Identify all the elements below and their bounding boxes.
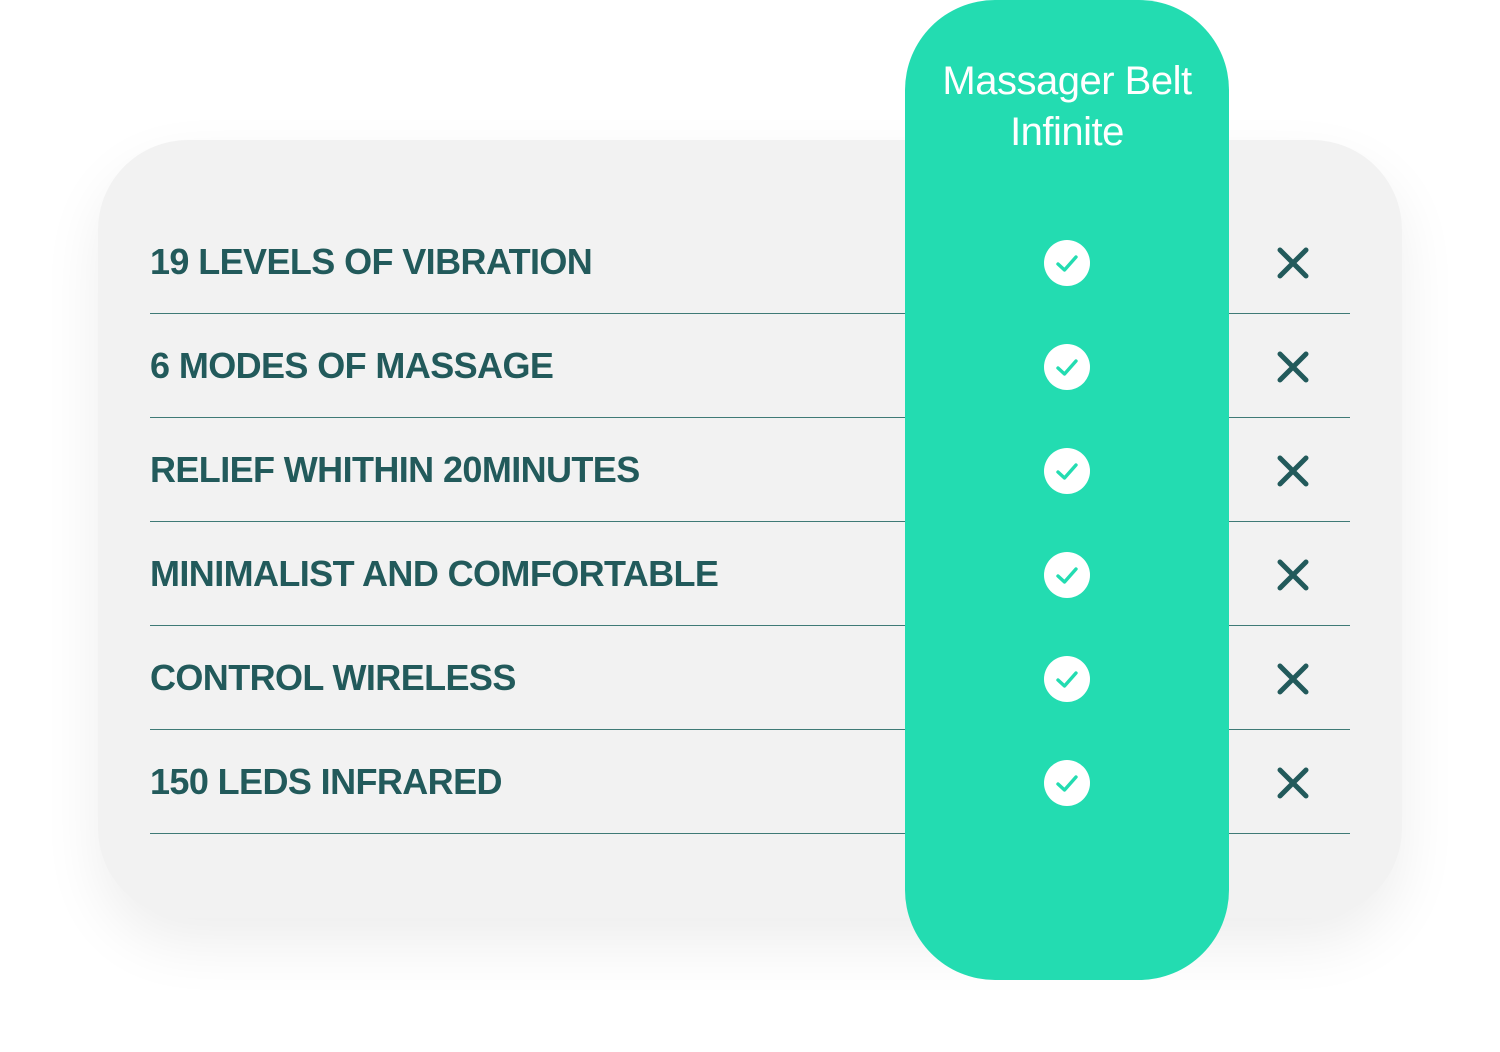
cross-icon	[1275, 245, 1311, 281]
row-divider	[150, 417, 1350, 418]
feature-label: 150 LEDS INFRARED	[150, 761, 502, 802]
feature-row: MINIMALIST AND COMFORTABLE	[150, 522, 1350, 626]
check-icon	[1044, 448, 1090, 494]
feature-label: 6 MODES OF MASSAGE	[150, 345, 554, 386]
check-icon	[1044, 656, 1090, 702]
row-divider	[150, 625, 1350, 626]
cross-icon	[1275, 557, 1311, 593]
feature-row: RELIEF WHITHIN 20MINUTES	[150, 418, 1350, 522]
feature-label: MINIMALIST AND COMFORTABLE	[150, 553, 719, 594]
feature-label: 19 LEVELS OF VIBRATION	[150, 241, 593, 282]
check-icon	[1044, 760, 1090, 806]
product-title-line2: Infinite	[1010, 110, 1124, 154]
row-divider	[150, 313, 1350, 314]
cross-icon	[1275, 661, 1311, 697]
cross-icon	[1275, 765, 1311, 801]
product-title-line1: Massager Belt	[942, 59, 1192, 103]
feature-row: 150 LEDS INFRARED	[150, 730, 1350, 834]
cross-icon	[1275, 453, 1311, 489]
feature-label: RELIEF WHITHIN 20MINUTES	[150, 449, 640, 490]
check-icon	[1044, 344, 1090, 390]
row-divider	[150, 833, 1350, 834]
check-icon	[1044, 552, 1090, 598]
feature-row: 19 LEVELS OF VIBRATION	[150, 210, 1350, 314]
product-column-title: Massager Belt Infinite	[905, 56, 1229, 158]
cross-icon	[1275, 349, 1311, 385]
feature-row: CONTROL WIRELESS	[150, 626, 1350, 730]
check-icon	[1044, 240, 1090, 286]
feature-row: 6 MODES OF MASSAGE	[150, 314, 1350, 418]
feature-label: CONTROL WIRELESS	[150, 657, 516, 698]
row-divider	[150, 521, 1350, 522]
row-divider	[150, 729, 1350, 730]
